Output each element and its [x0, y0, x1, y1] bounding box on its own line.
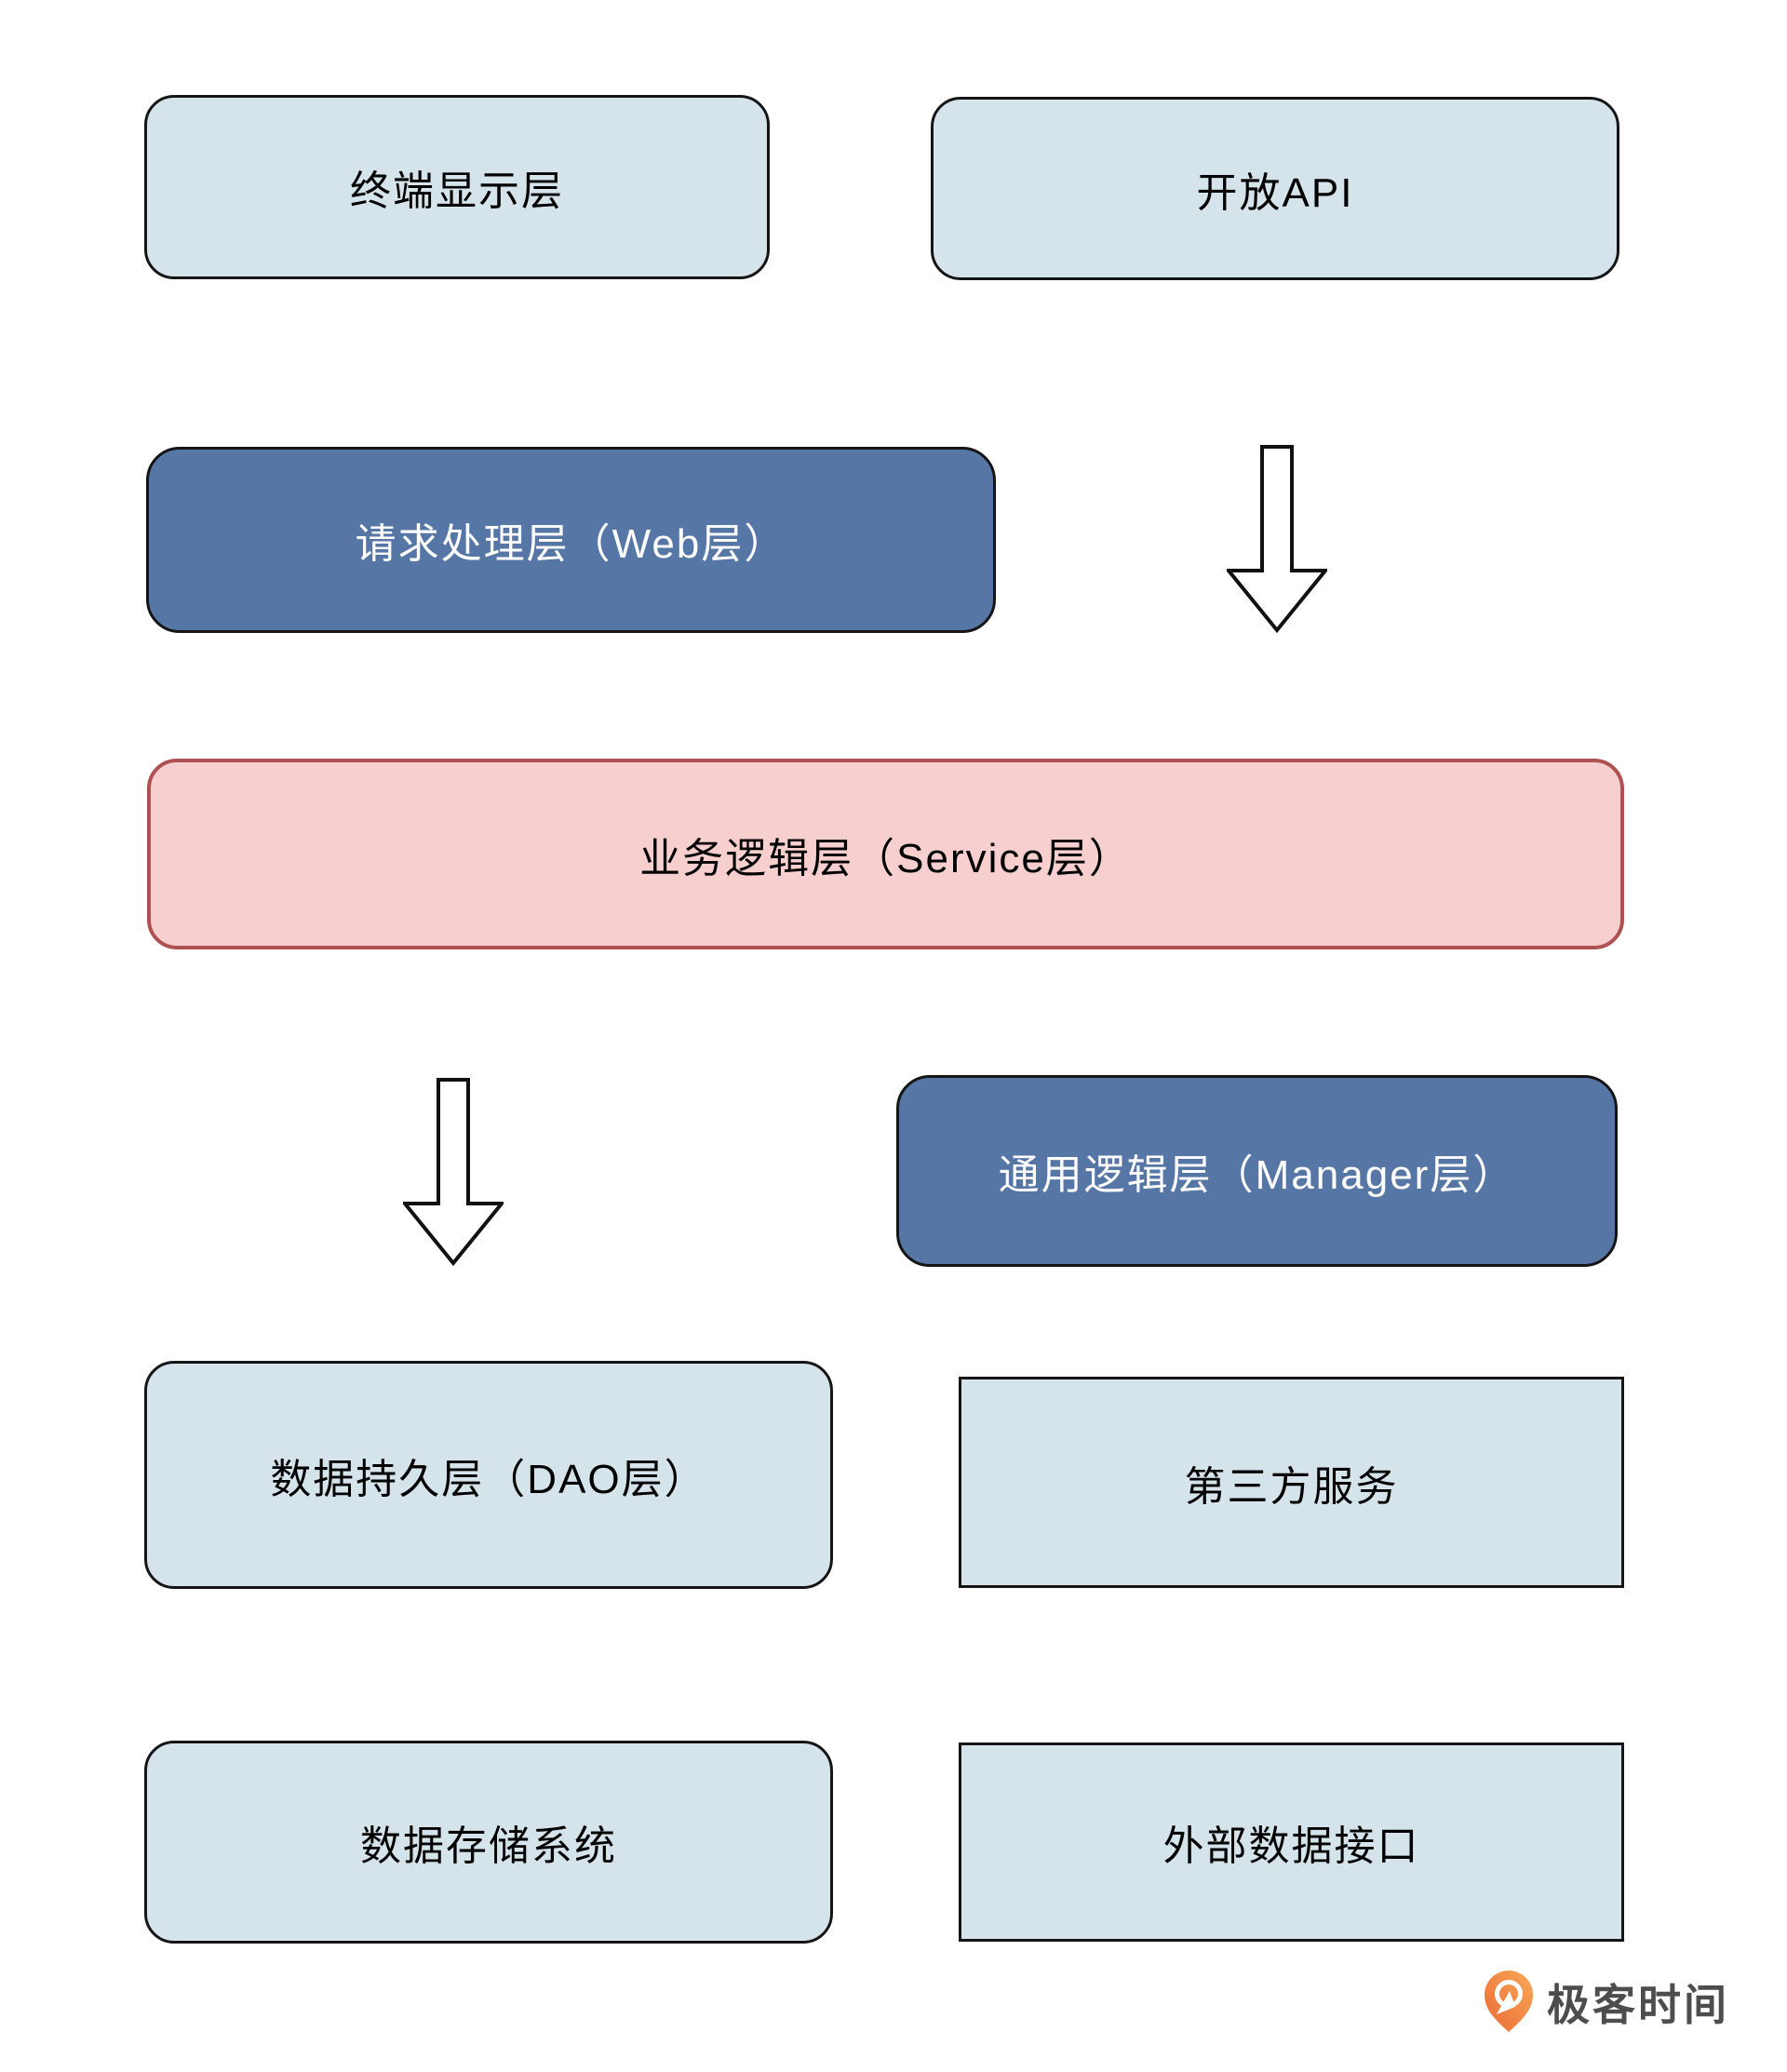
brand-logo: 极客时间 — [1484, 1970, 1729, 2035]
node-manager-layer: 通用逻辑层（Manager层） — [896, 1075, 1618, 1267]
node-label: 第三方服务 — [1184, 1463, 1399, 1510]
node-label: 数据持久层（DAO层） — [270, 1456, 707, 1502]
node-label: 数据存储系统 — [360, 1823, 617, 1869]
node-web-layer: 请求处理层（Web层） — [146, 447, 996, 633]
down-arrow-icon — [403, 1078, 504, 1266]
node-label: 业务逻辑层（Service层） — [639, 835, 1132, 881]
node-label: 通用逻辑层（Manager层） — [998, 1152, 1516, 1198]
node-terminal-display-layer: 终端显示层 — [144, 95, 770, 279]
brand-name: 极客时间 — [1547, 1981, 1729, 2029]
node-external-data-interface: 外部数据接口 — [959, 1742, 1624, 1942]
node-open-api: 开放API — [931, 97, 1619, 280]
node-third-party-service: 第三方服务 — [959, 1377, 1624, 1588]
down-arrow-icon — [1227, 445, 1327, 633]
node-dao-layer: 数据持久层（DAO层） — [144, 1361, 833, 1589]
geektime-logo-icon — [1485, 1971, 1533, 2032]
node-label: 终端显示层 — [350, 168, 564, 214]
node-label: 请求处理层（Web层） — [355, 521, 787, 567]
node-label: 开放API — [1196, 169, 1354, 216]
node-label: 外部数据接口 — [1162, 1823, 1420, 1869]
node-data-storage-system: 数据存储系统 — [144, 1741, 833, 1944]
node-service-layer: 业务逻辑层（Service层） — [147, 759, 1624, 949]
